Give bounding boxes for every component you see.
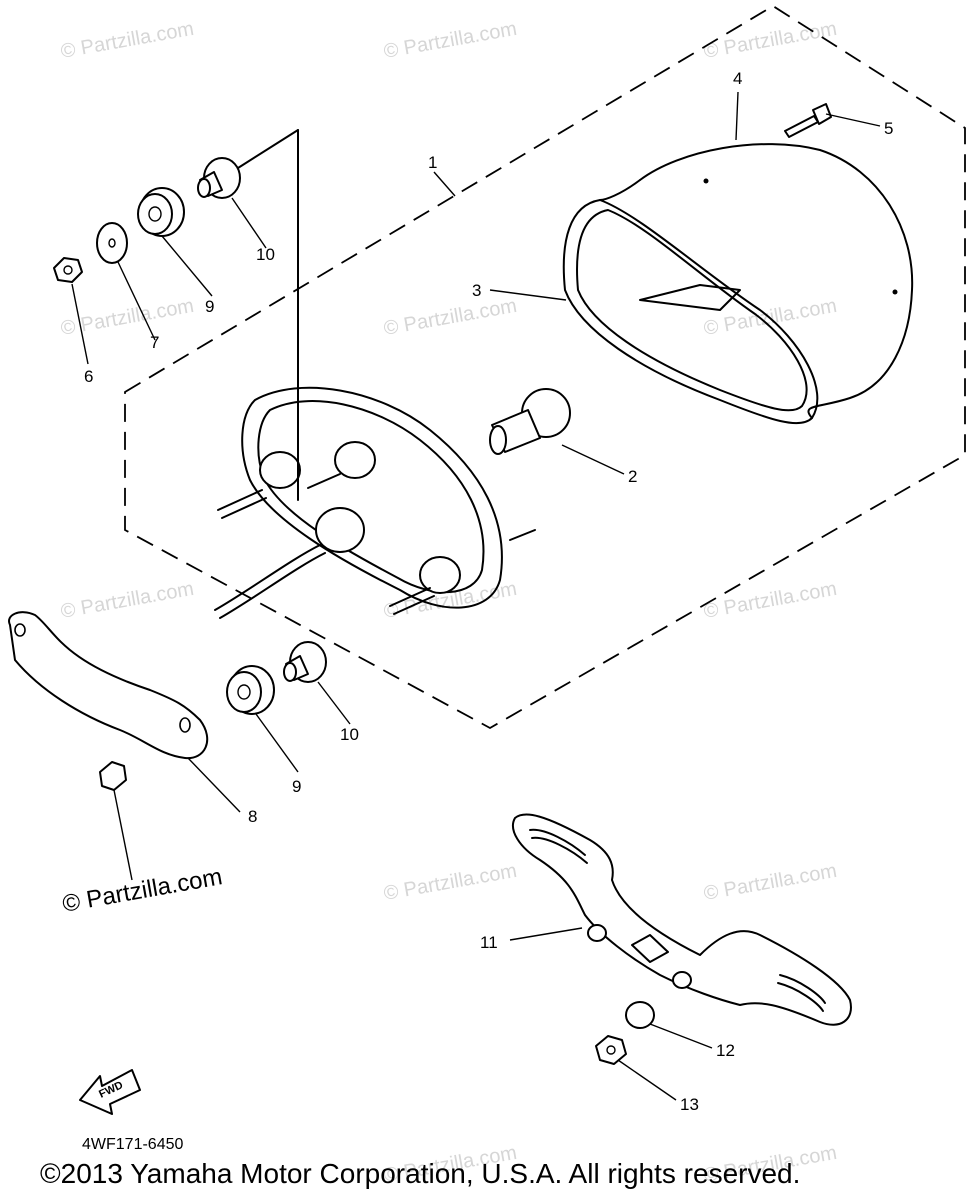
callout-3: 3: [472, 281, 481, 300]
callout-10-lower: 10: [340, 725, 359, 744]
callout-4: 4: [733, 69, 742, 88]
washer-part-7: [96, 222, 128, 264]
watermark-text: © Partzilla.com: [702, 860, 839, 905]
callout-5: 5: [884, 119, 893, 138]
callout-11: 11: [480, 933, 498, 952]
washer-part-12: [625, 1001, 655, 1029]
callout-9-upper: 9: [205, 297, 214, 316]
nut-part-6-lower: [99, 761, 127, 791]
watermark-text: © Partzilla.com: [59, 295, 196, 340]
forward-arrow-icon: FWD: [79, 1069, 141, 1115]
leader-lines: [71, 91, 881, 1101]
watermark-text-dark: © Partzilla.com: [60, 863, 224, 918]
callout-1: 1: [428, 153, 437, 172]
callout-13: 13: [680, 1095, 699, 1114]
collar-part-10-upper: [197, 157, 241, 199]
copyright-notice: ©2013 Yamaha Motor Corporation, U.S.A. A…: [40, 1158, 801, 1189]
callout-2: 2: [628, 467, 637, 486]
watermark-text: © Partzilla.com: [59, 18, 196, 63]
plate-bracket-part-11: [512, 813, 852, 1026]
callout-labels: 1 2 3 4 5 6 7 8 9 9 10 10 11 12 13: [84, 69, 893, 1114]
housing-part-4: [599, 143, 914, 419]
watermark-text: © Partzilla.com: [382, 295, 519, 340]
callout-12: 12: [716, 1041, 735, 1060]
assembly-boundary-dashed: [124, 4, 966, 730]
watermark-text: © Partzilla.com: [702, 578, 839, 623]
grommet-part-9-lower: [226, 665, 275, 715]
watermark-text: © Partzilla.com: [382, 18, 519, 63]
taillight-base: [214, 129, 536, 619]
callout-7: 7: [150, 333, 159, 352]
collar-part-10-lower: [283, 641, 327, 683]
callout-9-lower: 9: [292, 777, 301, 796]
watermark-text: © Partzilla.com: [702, 18, 839, 63]
nut-part-6: [53, 257, 83, 283]
diagram-code: 4WF171-6450: [82, 1136, 184, 1153]
bracket-part-8: [8, 611, 209, 760]
bulb-part-2: [489, 388, 571, 455]
callout-10-upper: 10: [256, 245, 275, 264]
screw-part-5: [784, 103, 832, 138]
watermark-text: © Partzilla.com: [59, 578, 196, 623]
callout-8: 8: [248, 807, 257, 826]
watermark-text: © Partzilla.com: [382, 860, 519, 905]
nut-part-13: [595, 1035, 627, 1065]
callout-6: 6: [84, 367, 93, 386]
grommet-part-9-upper: [137, 187, 185, 237]
